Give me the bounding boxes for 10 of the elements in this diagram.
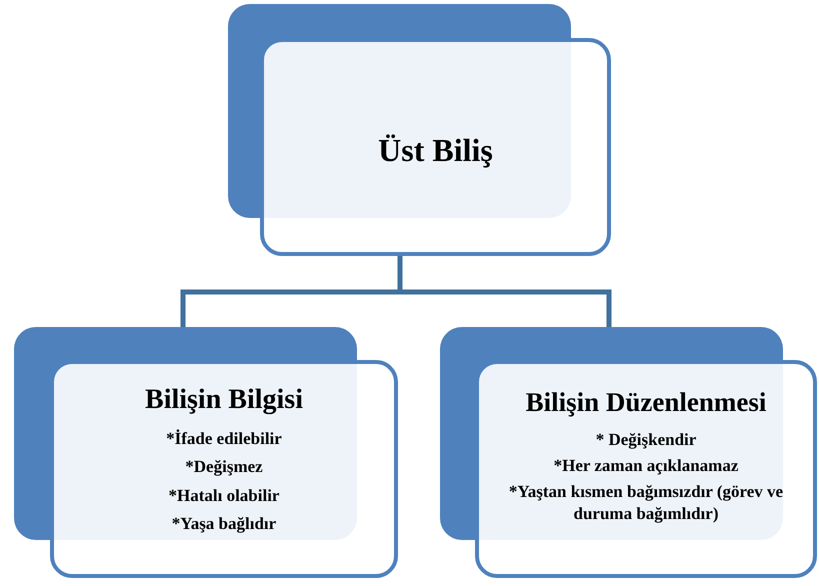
bullet-text: *Hatalı olabilir (168, 484, 280, 506)
node-title: Bilişin Düzenlenmesi (526, 386, 766, 419)
bullet-text: *Her zaman açıklanamaz (552, 455, 740, 476)
node-title: Üst Biliş (378, 131, 493, 170)
bullet-text: *Yaşa bağlıdır (170, 512, 278, 534)
bullet-text: *İfade edilebilir (165, 428, 283, 450)
bullet-text: * Değişkendir (594, 428, 698, 450)
bullet-text: *Değişmez (184, 456, 264, 478)
bullet-text: *Yaştan kısmen bağımsızdır (görev ve duruma bağımlıdır) (508, 481, 784, 524)
node-title: Bilişin Bilgisi (145, 383, 303, 417)
